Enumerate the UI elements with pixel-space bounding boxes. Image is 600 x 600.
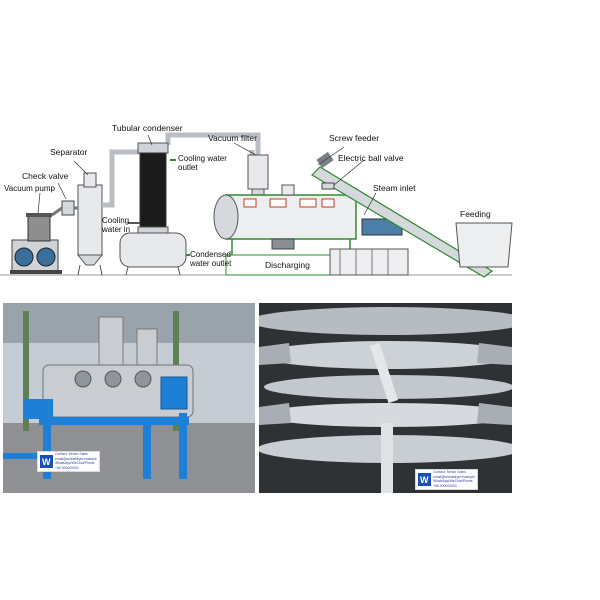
- label-cooling-water-in-line2: water in: [101, 225, 130, 234]
- watermark-line: email@wheatdryer.example: [55, 456, 97, 461]
- feeding-hopper: [455, 222, 513, 268]
- separator: [74, 172, 104, 276]
- vacuum-pump: [10, 213, 62, 274]
- label-discharging: Discharging: [265, 260, 310, 270]
- watermark-line: WhatsApp/WeChat/Phone: [55, 461, 95, 466]
- company-logo-icon: W: [418, 473, 431, 487]
- watermark-line: WhatsApp/WeChat/Phone: [433, 479, 473, 484]
- workshop-scene: [3, 303, 255, 493]
- label-screw-feeder: Screw feeder: [329, 133, 379, 143]
- svg-text:W: W: [42, 457, 51, 467]
- label-tubular-condenser: Tubular condenser: [112, 123, 183, 133]
- label-check-valve: Check valve: [22, 171, 69, 181]
- process-diagram: Tubular condenser Vacuum filter Screw fe…: [0, 123, 513, 278]
- label-feeding: Feeding: [460, 209, 491, 219]
- watermark-line: Contact: Senior Sales: [433, 470, 466, 474]
- company-logo-icon: W: [40, 455, 53, 469]
- watermark-line: +86 000000000: [433, 483, 457, 488]
- label-cooling-water-in-line1: Cooling: [102, 216, 129, 225]
- check-valve: [51, 200, 75, 217]
- photo-dryer-workshop: W Contact: Senior Sales email@wheatdryer…: [3, 303, 255, 493]
- leader-lines: [37, 134, 377, 216]
- condensate-tank: [119, 232, 190, 276]
- electric-ball-valve: [321, 182, 335, 190]
- label-condensed-water-outlet-line2: water outlet: [189, 259, 232, 268]
- label-vacuum-pump: Vacuum pump: [4, 184, 56, 193]
- watermark-badge: W Contact: Senior Sales email@wheatdryer…: [415, 469, 478, 491]
- tubular-condenser: [128, 142, 176, 234]
- drive-unit: [329, 218, 409, 276]
- label-cooling-water-outlet-line2: outlet: [178, 163, 198, 172]
- photo-paddle-interior: W Contact: Senior Sales email@wheatdryer…: [259, 303, 512, 493]
- paddle-scene: [259, 303, 512, 493]
- watermark-line: email@wheatdryer.example: [433, 474, 475, 479]
- watermark-line: Contact: Senior Sales: [55, 452, 88, 456]
- svg-text:W: W: [420, 475, 429, 485]
- label-condensed-water-outlet-line1: Condensed: [190, 250, 231, 259]
- label-separator: Separator: [50, 147, 87, 157]
- label-vacuum-filter: Vacuum filter: [208, 133, 257, 143]
- watermark-line: +86 000000000: [55, 465, 79, 470]
- paddle-dryer: [213, 184, 357, 276]
- label-steam-inlet: Steam inlet: [373, 183, 416, 193]
- label-cooling-water-outlet-line1: Cooling water: [178, 154, 227, 163]
- watermark-badge: W Contact: Senior Sales email@wheatdryer…: [37, 451, 100, 473]
- vacuum-filter: [247, 154, 269, 200]
- label-electric-ball-valve: Electric ball valve: [338, 153, 404, 163]
